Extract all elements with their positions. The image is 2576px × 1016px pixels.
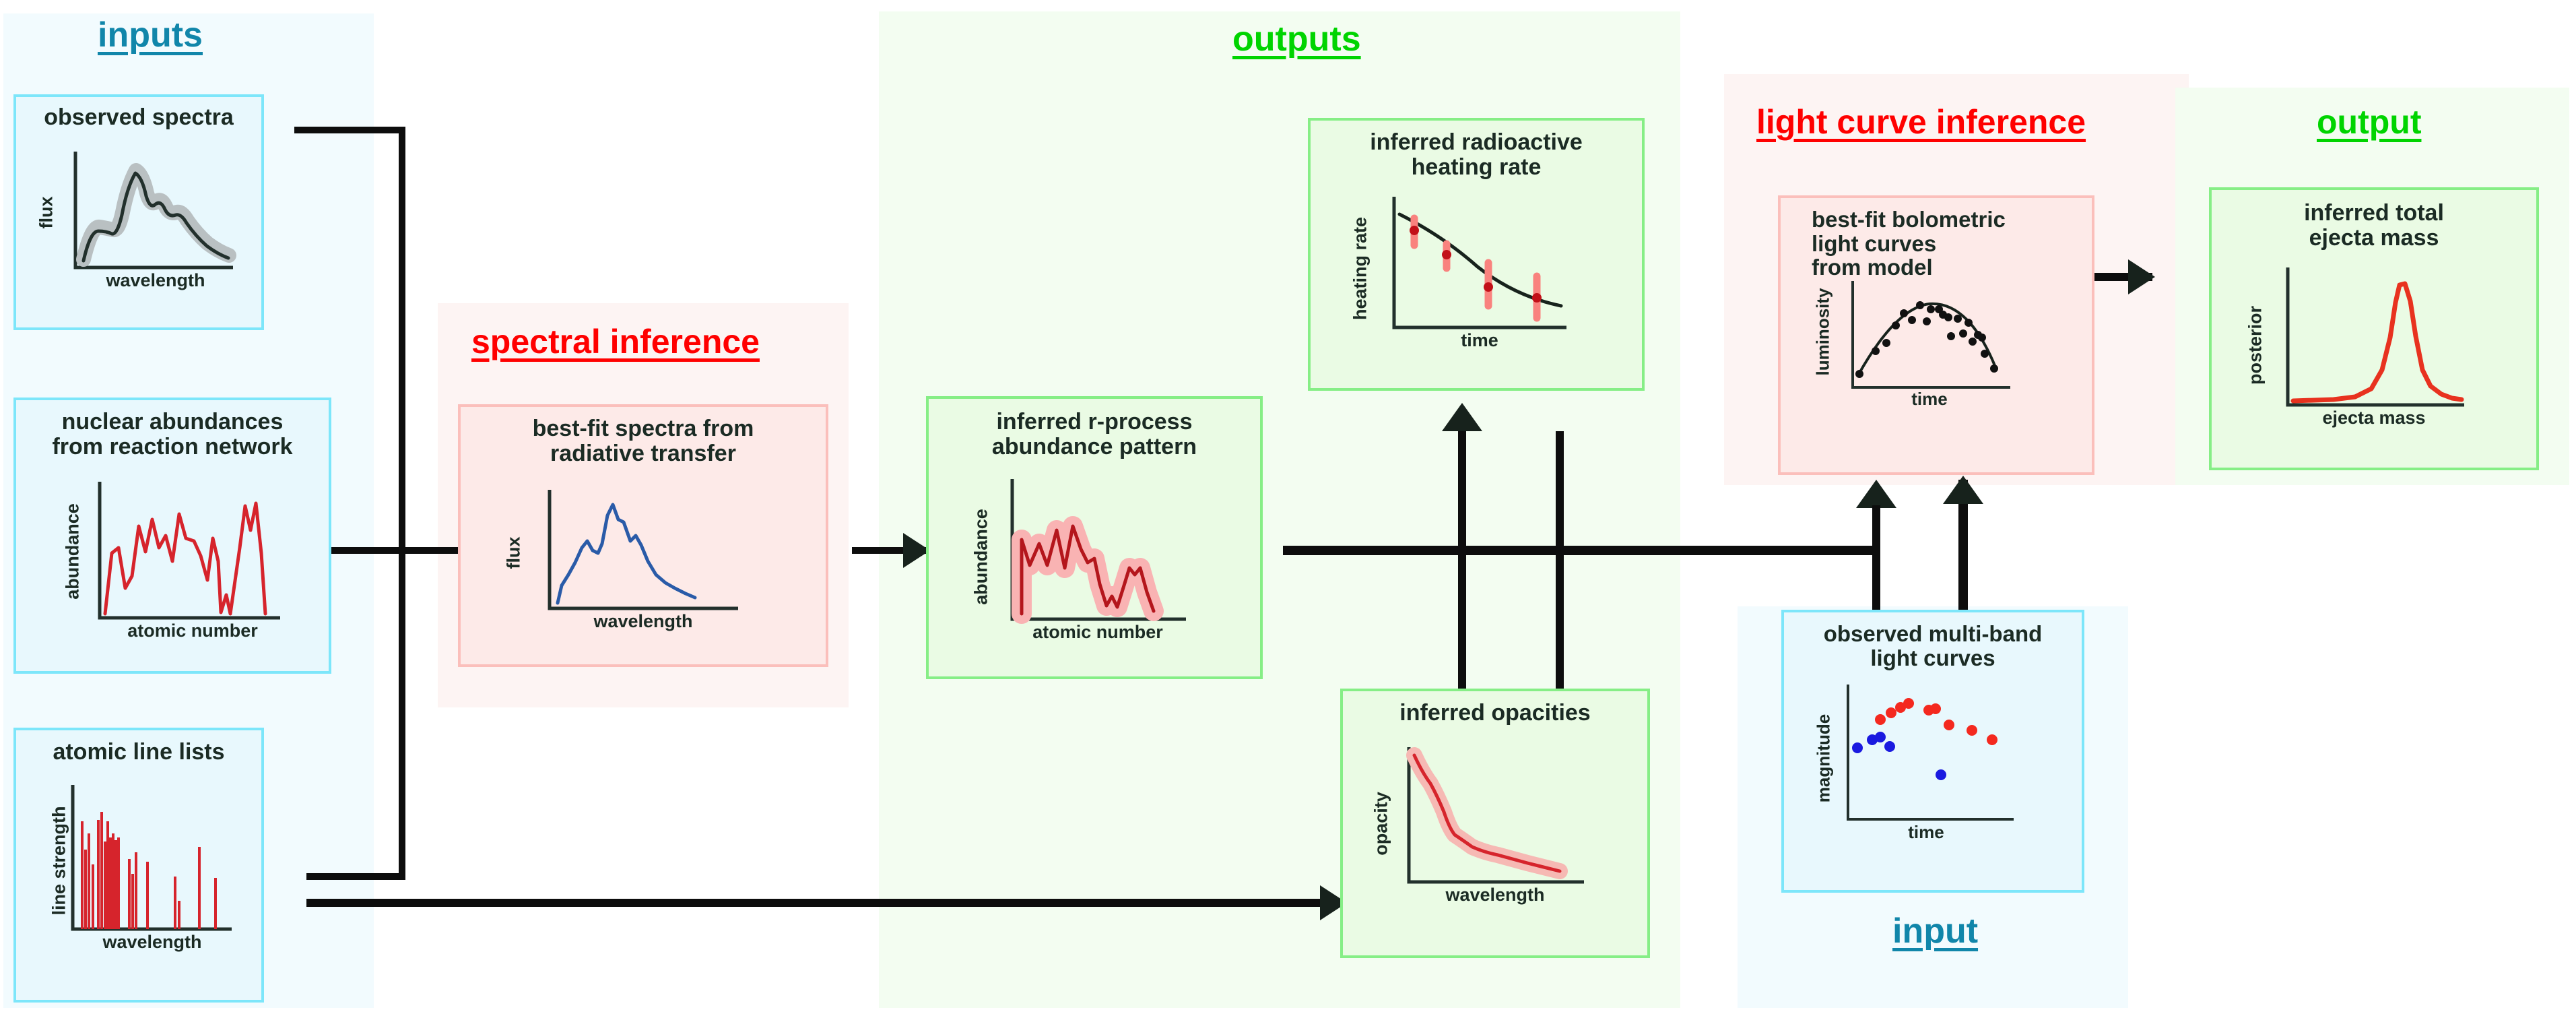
xlabel-inferred-opacities: wavelength: [1445, 884, 1545, 905]
plot-observed-spectra: flux wavelength: [36, 145, 240, 290]
plot-nuclear-abundances: abundance atomic number: [51, 474, 294, 642]
xlabel-inferred-ejecta-mass: ejecta mass: [2322, 408, 2426, 428]
card-multiband-light-curves[interactable]: observed multi-band light curves magnitu…: [1781, 610, 2084, 893]
card-title-line-1: best-fit spectra from: [532, 416, 754, 441]
card-title-line-2: light curves: [1870, 645, 1995, 670]
arrowhead-to-lightcurve-left: [1856, 480, 1896, 508]
card-bolometric-light-curves[interactable]: best-fit bolometric light curves from mo…: [1778, 195, 2094, 475]
card-inferred-rprocess[interactable]: inferred r-process abundance pattern abu…: [926, 396, 1263, 679]
card-title-observed-spectra: observed spectra: [44, 104, 234, 130]
wire-line-lists-to-bus: [306, 873, 405, 880]
plot-bolometric-light-curves: luminosity time: [1802, 280, 2071, 416]
card-inferred-opacities[interactable]: inferred opacities opacity wavelength: [1340, 689, 1650, 958]
plot-inferred-ejecta-mass: posterior ejecta mass: [2233, 262, 2515, 439]
card-title-line-2: light curves: [1812, 230, 1937, 256]
card-title-nuclear-abundances: nuclear abundances from reaction network: [52, 410, 292, 459]
card-title-line-1: inferred r-process: [996, 409, 1193, 435]
wire-observed-spectra-out: [294, 127, 405, 133]
card-title-inferred-ejecta-mass: inferred total ejecta mass: [2304, 201, 2444, 250]
ylabel-nuclear-abundances: abundance: [62, 503, 83, 600]
card-nuclear-abundances[interactable]: nuclear abundances from reaction network…: [13, 398, 331, 674]
xlabel-atomic-line-lists: wavelength: [102, 931, 202, 952]
ylabel-observed-spectra: flux: [36, 196, 57, 229]
plot-multiband-light-curves: magnitude time: [1798, 680, 2068, 856]
inputs-panel-title: inputs: [98, 15, 203, 55]
plot-best-fit-spectra: flux wavelength: [498, 483, 788, 638]
xlabel-bolometric-light-curves: time: [1911, 388, 1948, 409]
card-title-atomic-line-lists: atomic line lists: [53, 739, 225, 765]
card-title-inferred-heating-rate: inferred radioactive heating rate: [1370, 130, 1583, 179]
ylabel-inferred-ejecta-mass: posterior: [2245, 306, 2266, 385]
card-title-line-1: inferred radioactive: [1370, 129, 1583, 155]
outputs-panel-title: outputs: [1232, 20, 1361, 59]
card-title-bolometric-light-curves: best-fit bolometric light curves from mo…: [1812, 208, 2006, 280]
output-panel-title: output: [2317, 103, 2422, 141]
xlabel-inferred-heating-rate: time: [1461, 330, 1498, 351]
ylabel-best-fit-spectra: flux: [503, 536, 524, 569]
ylabel-inferred-opacities: opacity: [1370, 791, 1391, 856]
plot-inferred-rprocess: abundance atomic number: [960, 474, 1229, 649]
card-title-inferred-rprocess: inferred r-process abundance pattern: [992, 410, 1197, 459]
ylabel-multiband-light-curves: magnitude: [1813, 714, 1834, 803]
plot-inferred-opacities: opacity wavelength: [1360, 740, 1630, 916]
arrowhead-to-rprocess: [903, 533, 930, 568]
card-title-line-2: abundance pattern: [991, 433, 1197, 459]
wire-multiband-to-lightcurve: [1958, 480, 1968, 625]
wire-bus-to-spectral-inference: [330, 547, 504, 554]
wire-line-lists-to-opacities: [306, 899, 1345, 907]
card-title-line-1: best-fit bolometric: [1812, 207, 2006, 232]
card-title-line-1: inferred total: [2304, 200, 2444, 226]
wire-spectral-to-rprocess: [852, 547, 933, 554]
card-title-multiband-light-curves: observed multi-band light curves: [1824, 622, 2043, 670]
card-title-line-2: from reaction network: [52, 433, 293, 459]
card-title-line-3: from model: [1812, 255, 1933, 280]
arrowhead-to-output: [2128, 259, 2155, 294]
card-title-line-2: ejecta mass: [2309, 224, 2439, 251]
card-title-line-1: observed multi-band: [1823, 621, 2043, 646]
xlabel-nuclear-abundances: atomic number: [127, 621, 258, 641]
ylabel-bolometric-light-curves: luminosity: [1812, 288, 1833, 376]
wire-lightcurve-left-stem: [1872, 505, 1880, 613]
ylabel-inferred-heating-rate: heating rate: [1350, 217, 1370, 321]
card-observed-spectra[interactable]: observed spectra flux wavelength: [13, 94, 264, 330]
card-title-line-1: nuclear abundances: [61, 409, 284, 435]
xlabel-observed-spectra: wavelength: [106, 269, 205, 290]
card-title-best-fit-spectra: best-fit spectra from radiative transfer: [533, 416, 754, 466]
card-best-fit-spectra[interactable]: best-fit spectra from radiative transfer…: [458, 404, 828, 667]
wire-input-bus-vertical: [399, 127, 405, 880]
xlabel-multiband-light-curves: time: [1908, 822, 1944, 843]
input-bottom-panel-title: input: [1892, 912, 1979, 951]
card-title-inferred-opacities: inferred opacities: [1399, 700, 1591, 726]
card-title-line-2: heating rate: [1411, 154, 1542, 180]
card-title-line-2: radiative transfer: [550, 440, 736, 466]
xlabel-best-fit-spectra: wavelength: [593, 611, 693, 632]
wire-rprocess-out: [1283, 546, 1876, 555]
spectral-inference-title: spectral inference: [471, 323, 760, 360]
arrowhead-to-heating-rate: [1442, 403, 1482, 431]
card-inferred-ejecta-mass[interactable]: inferred total ejecta mass posterior eje…: [2209, 187, 2539, 470]
card-atomic-line-lists[interactable]: atomic line lists line strength: [13, 728, 264, 1003]
arrowhead-to-lightcurve-right: [1943, 476, 1983, 504]
plot-atomic-line-lists: line strength: [38, 780, 240, 958]
ylabel-atomic-line-lists: line strength: [48, 806, 69, 916]
ylabel-inferred-rprocess: abundance: [970, 509, 991, 606]
light-curve-inference-title: light curve inference: [1756, 103, 2086, 141]
plot-inferred-heating-rate: heating rate time: [1335, 187, 1618, 356]
card-inferred-heating-rate[interactable]: inferred radioactive heating rate heatin…: [1308, 118, 1645, 391]
xlabel-inferred-rprocess: atomic number: [1032, 622, 1163, 643]
